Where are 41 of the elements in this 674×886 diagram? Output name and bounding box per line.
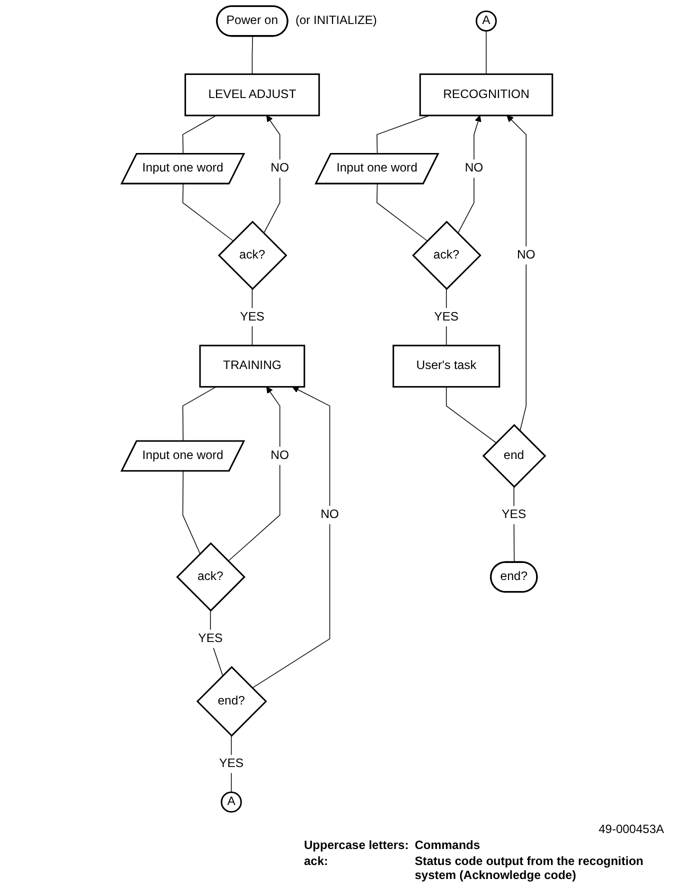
node-diamond: ack? bbox=[176, 542, 246, 612]
connector bbox=[446, 386, 497, 444]
node-note: (or INITIALIZE) bbox=[296, 13, 377, 28]
edge-label: YES bbox=[198, 632, 223, 645]
connector bbox=[182, 386, 217, 442]
node-diamond: ack? bbox=[412, 220, 482, 290]
node-circle: A bbox=[476, 10, 497, 32]
edge-label: NO bbox=[270, 162, 290, 175]
connector bbox=[182, 470, 200, 554]
node-diamond: ack? bbox=[218, 220, 288, 290]
arrow bbox=[506, 115, 527, 432]
node-diamond: end? bbox=[196, 666, 268, 737]
node-box: LEVEL ADJUST bbox=[184, 73, 320, 116]
node-box: TRAINING bbox=[199, 344, 306, 388]
note-text: Uppercase letters: bbox=[304, 838, 409, 852]
edge-label: NO bbox=[320, 508, 339, 522]
arrow bbox=[252, 386, 330, 688]
edge-label: YES bbox=[502, 508, 526, 522]
note-text: Status code output from the recognition system (Acknowledge code) bbox=[414, 854, 644, 882]
edge-label: NO bbox=[516, 248, 536, 262]
connector bbox=[182, 115, 217, 154]
edge-label: NO bbox=[270, 449, 290, 462]
arrow bbox=[228, 386, 280, 562]
connector bbox=[486, 30, 487, 75]
connector bbox=[252, 36, 253, 75]
figure-number: 49-000453A bbox=[598, 822, 664, 836]
note-text: Commands bbox=[414, 838, 482, 852]
connector bbox=[182, 184, 234, 242]
edge-label: YES bbox=[240, 310, 264, 324]
edge-label: YES bbox=[219, 757, 244, 770]
node-box: RECOGNITION bbox=[419, 73, 554, 116]
edge-label: YES bbox=[434, 310, 459, 324]
node-box: User's task bbox=[392, 344, 500, 388]
node-diamond: end bbox=[482, 424, 546, 488]
connector bbox=[376, 115, 430, 154]
connector bbox=[376, 184, 428, 242]
arrow bbox=[263, 115, 280, 234]
node-circle: A bbox=[220, 791, 242, 813]
note-text: ack: bbox=[304, 854, 330, 870]
arrow bbox=[458, 115, 482, 234]
edge-label: NO bbox=[464, 162, 484, 175]
